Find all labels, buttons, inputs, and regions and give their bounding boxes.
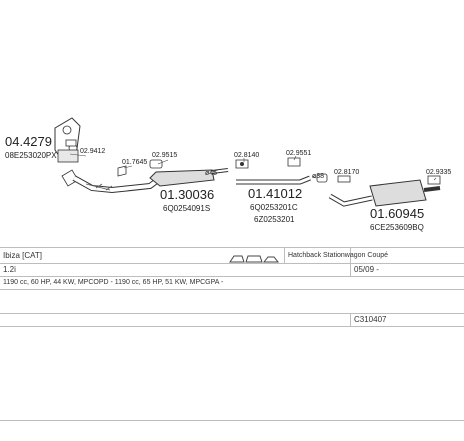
part-number-01-30036: 01.30036 [160,187,214,202]
brand-logos [229,255,280,263]
stationwagon-body-icon [245,255,263,263]
table-rule [0,313,464,314]
part-code-6ce253609bq: 6CE253609BQ [370,223,424,232]
rubber-mount-02-8170[interactable] [337,175,351,183]
table-rule [0,263,464,264]
engine-spec: 1190 cc, 60 HP, 44 KW, MPCOPD - 1190 cc,… [3,279,224,286]
clamp-label-45: ø45 [205,170,217,177]
part-code-6q0254091s: 6Q0254091S [163,204,210,213]
part-label-02-8140: 02.8140 [234,152,259,159]
part-label-02-9515: 02.9515 [152,152,177,159]
body-types: Hatchback Stationwagon Coupé [288,252,389,259]
hatchback-body-icon [229,255,245,263]
rubber-mount-02-9551[interactable] [287,157,301,167]
table-divider [350,247,351,276]
rear-muffler[interactable] [328,179,441,207]
clamp-38[interactable] [316,173,328,183]
table-divider [350,313,351,326]
part-label-01-7645: 01.7645 [122,159,147,166]
part-code-6q0253201c: 6Q0253201C [250,203,298,212]
part-label-02-9551: 02.9551 [286,150,311,157]
table-rule [0,276,464,277]
rubber-mount-02-8140[interactable] [235,159,249,169]
part-code-08e253020px: 08E253020PX [5,151,57,160]
table-rule [0,289,464,290]
coupe-body-icon [262,256,280,263]
clamp-label-38: ø38 [312,173,324,180]
table-divider [284,247,285,263]
front-muffler[interactable] [149,168,229,187]
part-number-01-41012: 01.41012 [248,186,302,201]
part-number-01-60945: 01.60945 [370,206,424,221]
part-label-02-8170: 02.8170 [334,169,359,176]
hanger-01-7645[interactable] [117,165,127,177]
front-pipe[interactable] [72,175,160,194]
rubber-mount-02-9412[interactable] [65,139,77,147]
part-label-02-9335: 02.9335 [426,169,451,176]
rubber-mount-02-9515[interactable] [149,159,163,169]
exhaust-system-diagram: 04.4279 08E253020PX 02.9412 01.7645 02.9… [5,117,451,232]
engine-size: 1.2i [3,265,16,274]
production-date: 05/09 - [354,265,379,274]
part-label-02-9412: 02.9412 [80,148,105,155]
model-name: Ibiza [CAT] [3,251,42,260]
middle-pipe[interactable] [236,175,311,185]
reference-number: C310407 [354,315,387,324]
table-rule [0,326,464,327]
part-code-6z0253201: 6Z0253201 [254,215,295,224]
table-rule [0,420,464,421]
part-number-04-4279: 04.4279 [5,134,52,149]
catalytic-converter[interactable] [54,117,81,163]
table-rule [0,247,464,248]
leader-lines [69,153,437,181]
